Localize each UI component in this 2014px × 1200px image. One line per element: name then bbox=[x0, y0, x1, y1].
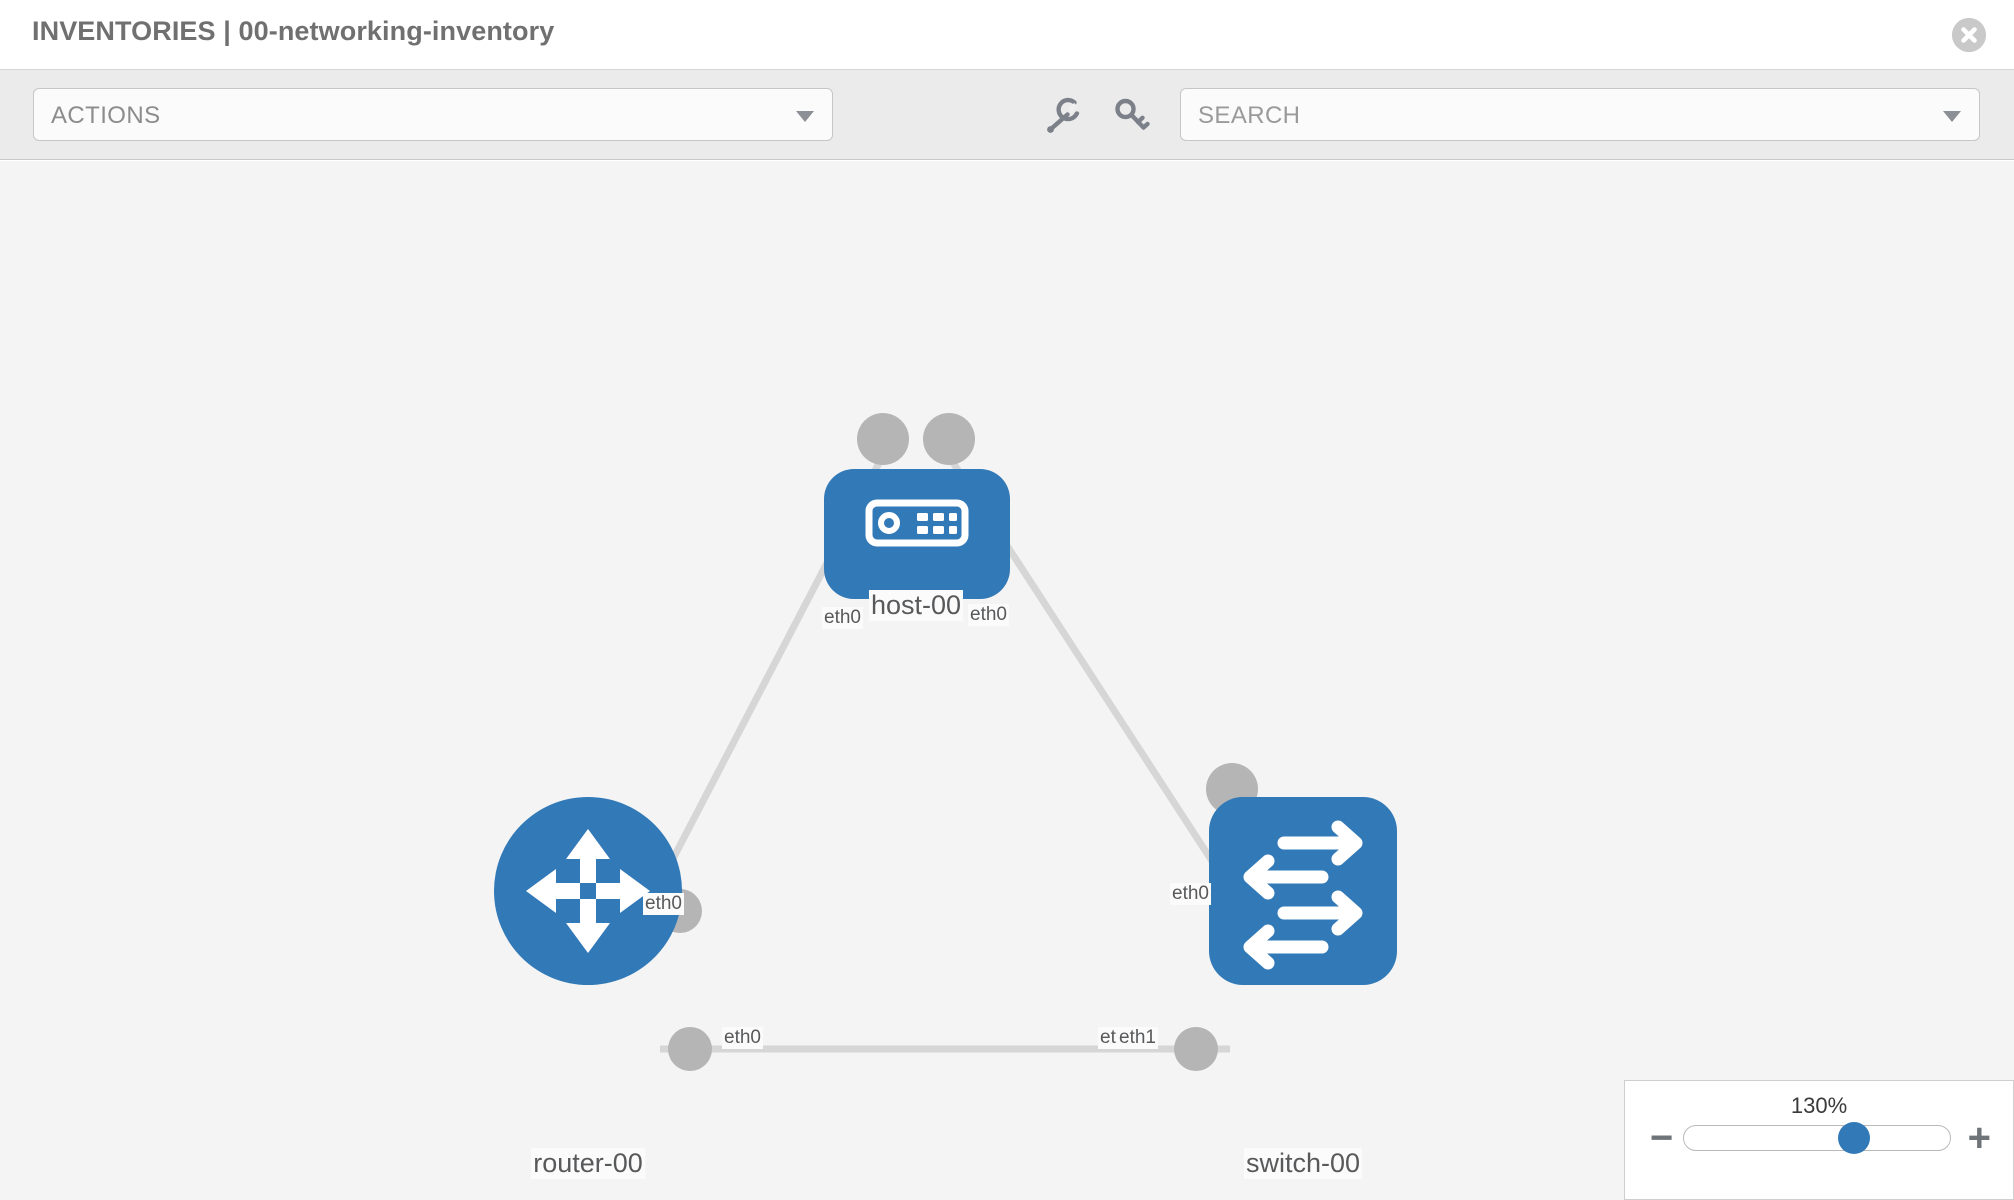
node-host-00[interactable] bbox=[824, 469, 1010, 599]
connector-router00-eth0-right bbox=[668, 1027, 712, 1071]
zoom-in-button[interactable]: + bbox=[1967, 1116, 1991, 1160]
search-input[interactable]: SEARCH bbox=[1180, 88, 1980, 141]
node-label-router-00: router-00 bbox=[531, 1148, 645, 1179]
connector-host00-eth0-right bbox=[923, 413, 975, 465]
zoom-slider[interactable] bbox=[1683, 1122, 1951, 1154]
iface-label-switch00-up: eth0 bbox=[1170, 883, 1211, 905]
iface-label-router00-up: eth0 bbox=[643, 893, 684, 915]
node-label-host-00: host-00 bbox=[868, 590, 964, 621]
zoom-level-value: 130% bbox=[1790, 1093, 1848, 1118]
topology-graph bbox=[494, 413, 1397, 1071]
connector-host00-eth0-left bbox=[857, 413, 909, 465]
node-router-00[interactable] bbox=[494, 797, 682, 985]
page-header: INVENTORIES | 00-networking-inventory bbox=[0, 0, 2014, 70]
wrench-icon[interactable] bbox=[1040, 92, 1086, 138]
router-arrows-icon bbox=[526, 829, 650, 953]
switch-arrows-icon bbox=[1243, 820, 1363, 970]
zoom-slider-thumb[interactable] bbox=[1838, 1122, 1871, 1154]
page-title: INVENTORIES | 00-networking-inventory bbox=[32, 16, 555, 46]
search-placeholder: SEARCH bbox=[1198, 102, 1301, 129]
actions-dropdown-label: ACTIONS bbox=[51, 102, 161, 129]
chevron-down-icon bbox=[796, 111, 814, 122]
actions-dropdown[interactable]: ACTIONS bbox=[33, 88, 833, 141]
iface-label-host00-left: eth0 bbox=[822, 607, 863, 629]
iface-label-switch00-left: eth1 bbox=[1117, 1027, 1158, 1049]
iface-label-host00-right: eth0 bbox=[968, 604, 1009, 626]
iface-label-router00-right: eth0 bbox=[722, 1027, 763, 1049]
chevron-down-icon[interactable] bbox=[1943, 111, 1961, 122]
key-icon[interactable] bbox=[1108, 92, 1154, 138]
zoom-out-button[interactable]: − bbox=[1650, 1116, 1674, 1160]
node-label-switch-00: switch-00 bbox=[1243, 1148, 1363, 1179]
server-icon bbox=[865, 499, 969, 547]
toolbar: ACTIONS bbox=[0, 70, 2014, 160]
connector-switch00-eth1-left bbox=[1174, 1027, 1218, 1071]
zoom-control-panel: 130% − + bbox=[1624, 1080, 2014, 1200]
close-icon[interactable] bbox=[1952, 18, 1986, 52]
topology-canvas[interactable]: eth0 eth0 eth0 eth0 eth0 eth0 eth1 host-… bbox=[0, 161, 2014, 1200]
node-switch-00[interactable] bbox=[1209, 797, 1397, 985]
